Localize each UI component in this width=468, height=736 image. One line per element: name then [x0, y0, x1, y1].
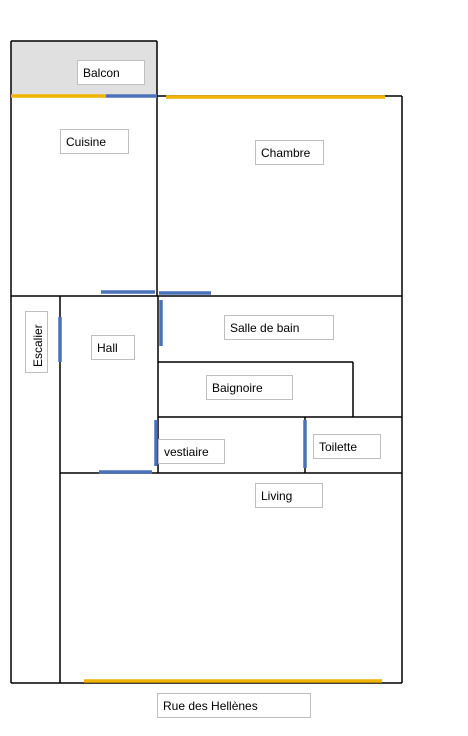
- windows: [11, 94, 385, 683]
- room-label-living: Living: [255, 483, 323, 508]
- room-label-vestiaire: vestiaire: [158, 439, 225, 464]
- room-label-escalier: Escalier: [25, 311, 48, 373]
- street-label: Rue des Hellènes: [157, 693, 311, 718]
- room-label-chambre: Chambre: [255, 140, 324, 165]
- room-label-toilette: Toilette: [313, 434, 381, 459]
- room-label-cuisine: Cuisine: [60, 129, 129, 154]
- room-label-baignoire: Baignoire: [206, 375, 293, 400]
- room-label-salle-de-bain: Salle de bain: [224, 315, 334, 340]
- room-label-balcon: Balcon: [77, 60, 145, 85]
- room-label-hall: Hall: [91, 335, 135, 360]
- doors: [58, 94, 307, 474]
